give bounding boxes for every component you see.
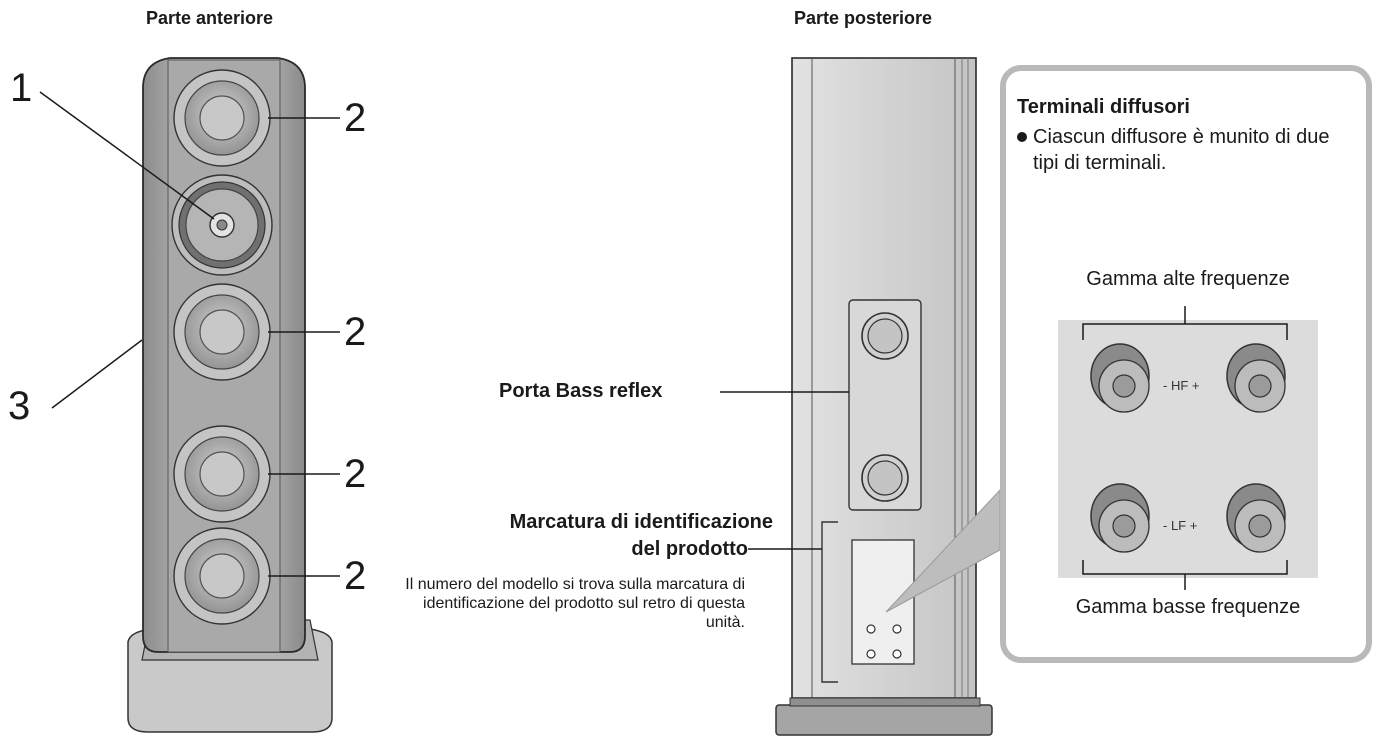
bullet-dot <box>1017 132 1027 142</box>
front-leader-lines <box>39 91 340 577</box>
binding-post-hf-minus <box>1090 343 1150 413</box>
terminals-title: Terminali diffusori <box>1017 96 1190 118</box>
callout-2-woofer-1: 2 <box>344 96 367 140</box>
callout-3-cabinet: 3 <box>8 384 31 428</box>
woofer-1 <box>173 69 271 167</box>
rear-speaker <box>775 57 993 736</box>
id-mark-label-line2: del prodotto <box>631 538 748 560</box>
bass-reflex-label: Porta Bass reflex <box>499 380 663 402</box>
id-mark-label-line1: Marcatura di identificazione <box>509 511 773 533</box>
id-mark-note: Il numero del modello si trova sulla mar… <box>405 576 745 631</box>
binding-post-lf-plus <box>1226 483 1286 553</box>
front-view-title: Parte anteriore <box>146 8 274 28</box>
terminals-bullet-text: Ciascun diffusore è munito di due tipi d… <box>1033 126 1330 174</box>
lf-marking: - LF + <box>1163 518 1198 533</box>
tweeter <box>171 174 273 276</box>
rear-base <box>775 704 993 736</box>
high-range-label: Gamma alte frequenze <box>1086 268 1290 290</box>
callout-2-woofer-3: 2 <box>344 452 367 496</box>
rear-leader-lines <box>720 391 849 550</box>
terminals-bullet: Ciascun diffusore è munito di due tipi d… <box>1017 124 1357 176</box>
woofer-4 <box>173 527 271 625</box>
binding-post-lf-minus <box>1090 483 1150 553</box>
woofer-2 <box>173 283 271 381</box>
callout-2-woofer-4: 2 <box>344 554 367 598</box>
woofer-3 <box>173 425 271 523</box>
hf-marking: - HF + <box>1163 378 1200 393</box>
front-speaker <box>127 57 333 733</box>
callout-1-tweeter: 1 <box>10 66 33 110</box>
bass-reflex-panel <box>848 299 922 511</box>
callout-2-woofer-2: 2 <box>344 310 367 354</box>
rear-terminals <box>866 624 902 659</box>
rear-view-title: Parte posteriore <box>794 8 933 28</box>
terminal-callout <box>885 65 1372 663</box>
binding-post-hf-plus <box>1226 343 1286 413</box>
low-range-label: Gamma basse frequenze <box>1075 596 1301 618</box>
